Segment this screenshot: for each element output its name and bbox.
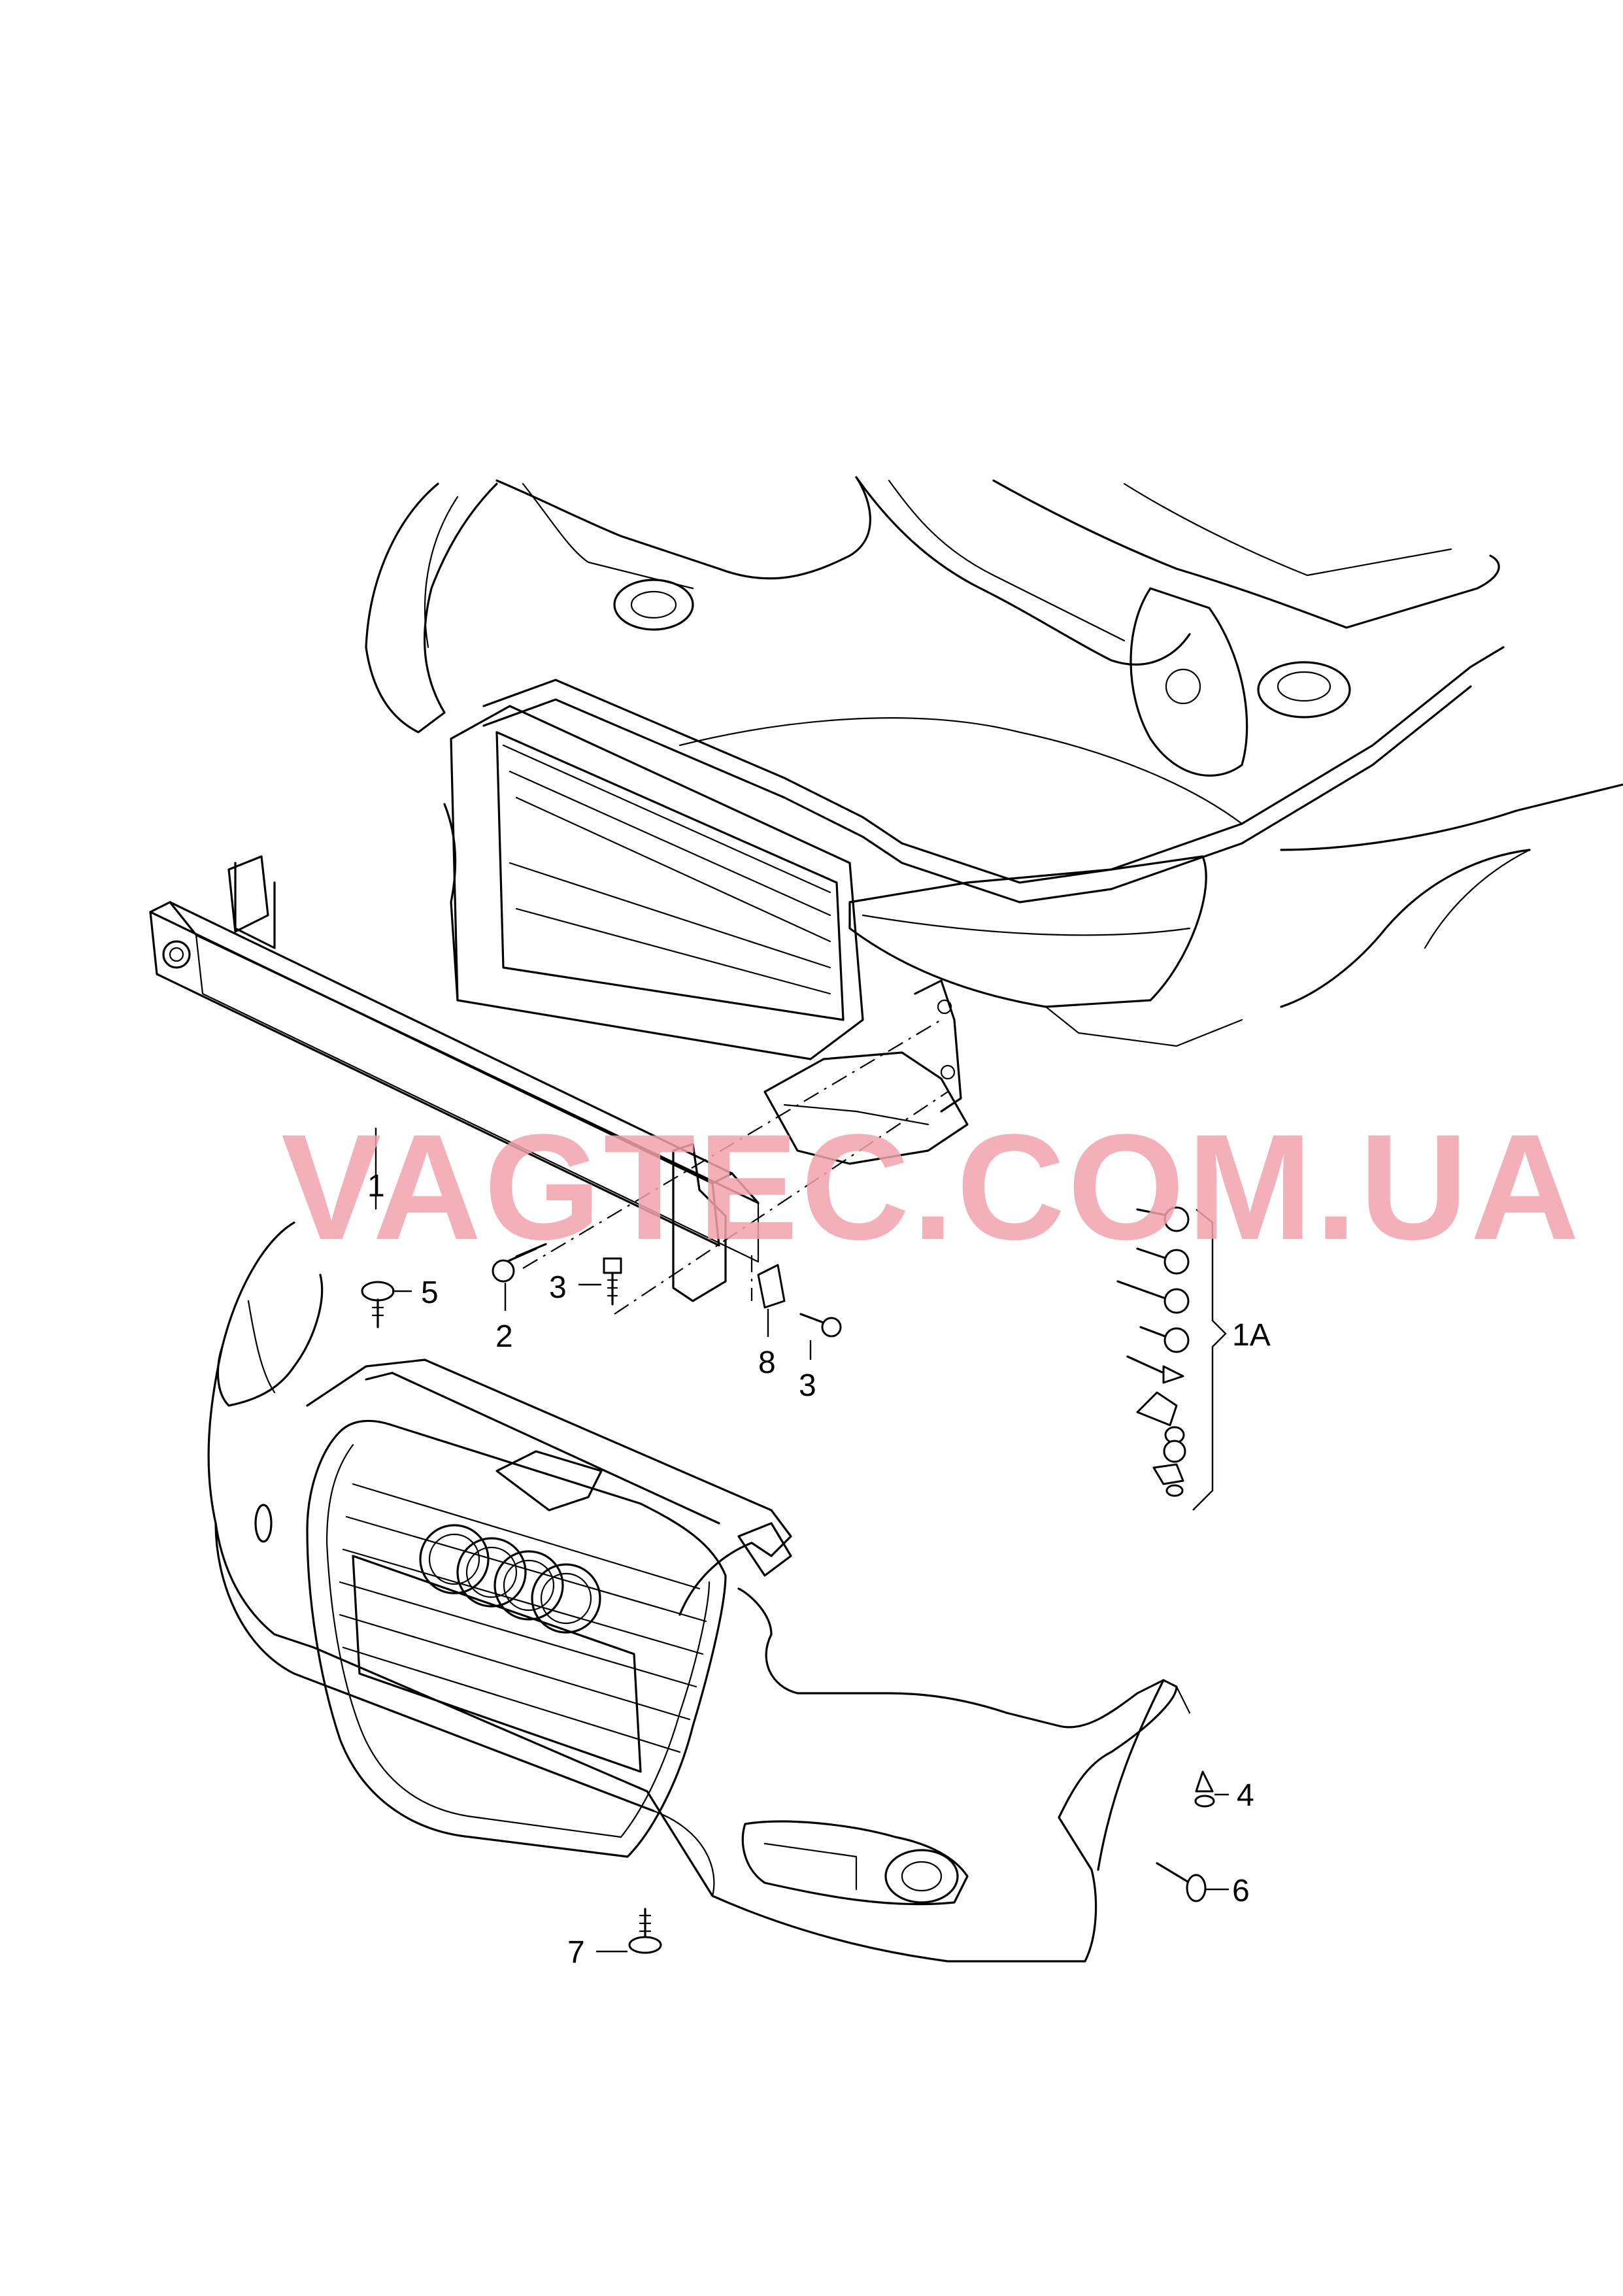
bolt-part-3-center	[603, 1257, 622, 1306]
fasteners	[361, 1206, 1215, 1954]
callout-5: 5	[421, 1275, 439, 1310]
bolt-part-2	[492, 1243, 547, 1283]
watermark-text: VAGTEC.COM.UA	[281, 1103, 1582, 1271]
clip-part-4	[1194, 1770, 1215, 1808]
callout-1A: 1A	[1232, 1318, 1271, 1353]
screw-part-5	[361, 1281, 395, 1328]
callout-8: 8	[758, 1345, 776, 1380]
callout-labels: 1 1A 2 3 3 4 5 6 7 8	[367, 1169, 1271, 1970]
callout-4: 4	[1237, 1778, 1254, 1813]
car-body-engine-bay	[365, 476, 1623, 1008]
callout-6: 6	[1232, 1874, 1250, 1908]
screw-part-7	[628, 1908, 662, 1954]
fastener-set-1A	[1116, 1206, 1190, 1497]
front-bumper-cover	[207, 1221, 1191, 1963]
screw-part-6	[1156, 1862, 1207, 1902]
callout-7: 7	[567, 1935, 585, 1970]
callout-3-right: 3	[799, 1368, 816, 1403]
callout-3-center: 3	[549, 1270, 567, 1305]
leader-lines	[375, 1128, 1229, 1953]
callout-1: 1	[367, 1169, 385, 1204]
headlight	[848, 855, 1243, 1047]
bolt-part-3-right	[799, 1313, 842, 1338]
bumper-carrier-reinforcement	[149, 855, 969, 1302]
radiator-assembly	[443, 705, 864, 1060]
assembly-lines	[522, 1019, 948, 1315]
callout-2: 2	[495, 1319, 513, 1354]
radiator-grille	[306, 1359, 792, 1858]
clip-part-8	[757, 1264, 786, 1309]
